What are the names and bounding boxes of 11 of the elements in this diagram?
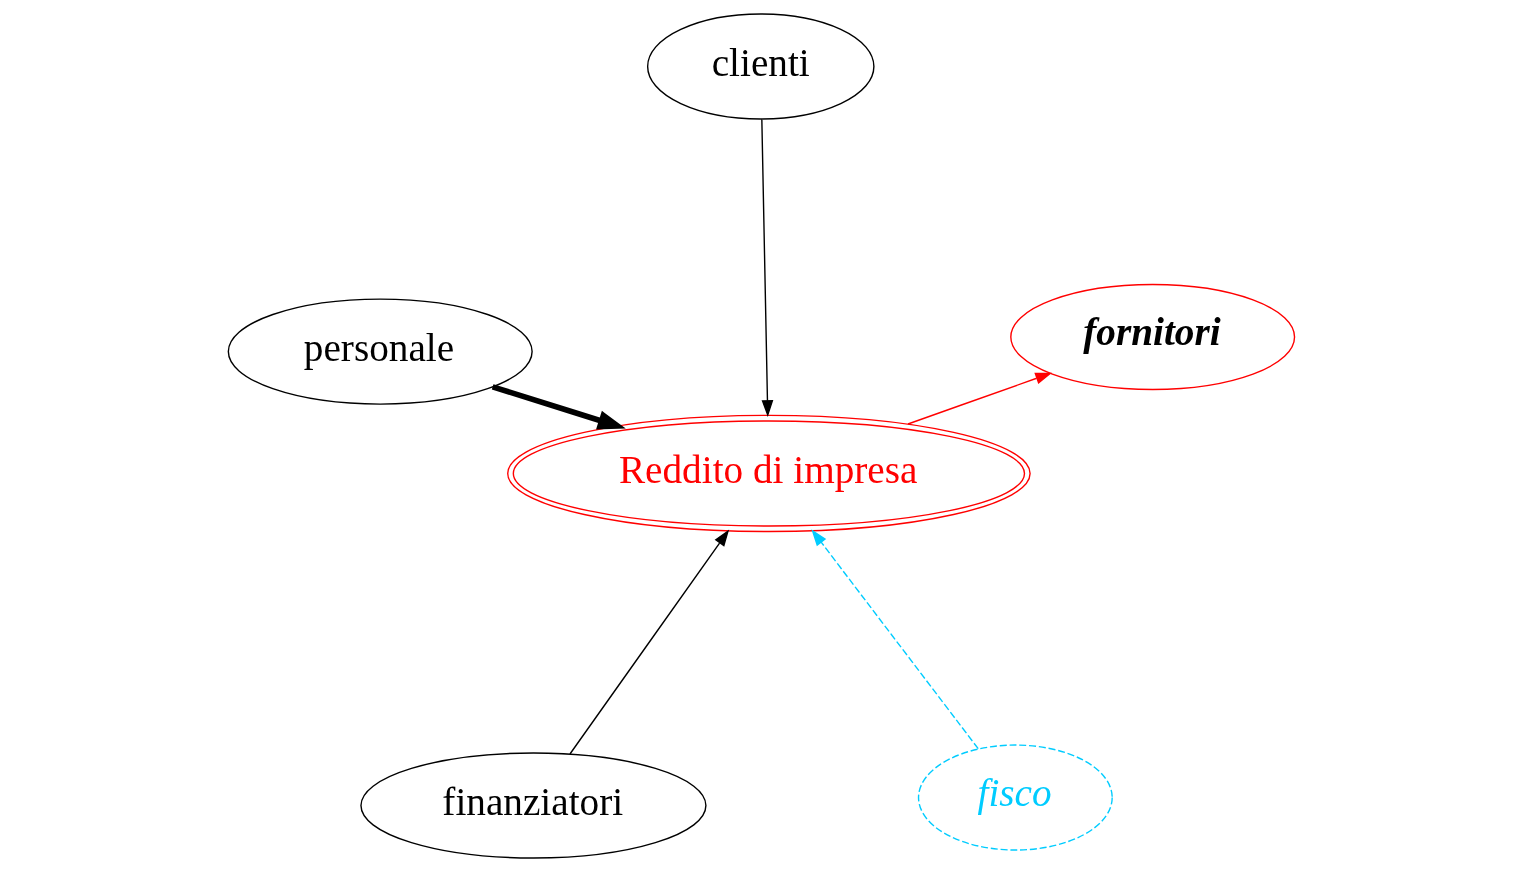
arrow xyxy=(491,384,626,430)
node-ellipse: personale xyxy=(227,298,533,405)
arrow xyxy=(569,529,730,755)
node-ellipse: finanziatori xyxy=(360,752,707,859)
node-ellipse: fornitori xyxy=(1010,283,1296,391)
arrow xyxy=(761,118,774,417)
node-ellipse: clienti xyxy=(646,13,875,120)
arrow xyxy=(811,529,979,750)
arrow xyxy=(907,372,1053,425)
node-ellipse: Reddito di impresa xyxy=(507,414,1031,533)
node-ellipse: fisco xyxy=(917,744,1113,851)
